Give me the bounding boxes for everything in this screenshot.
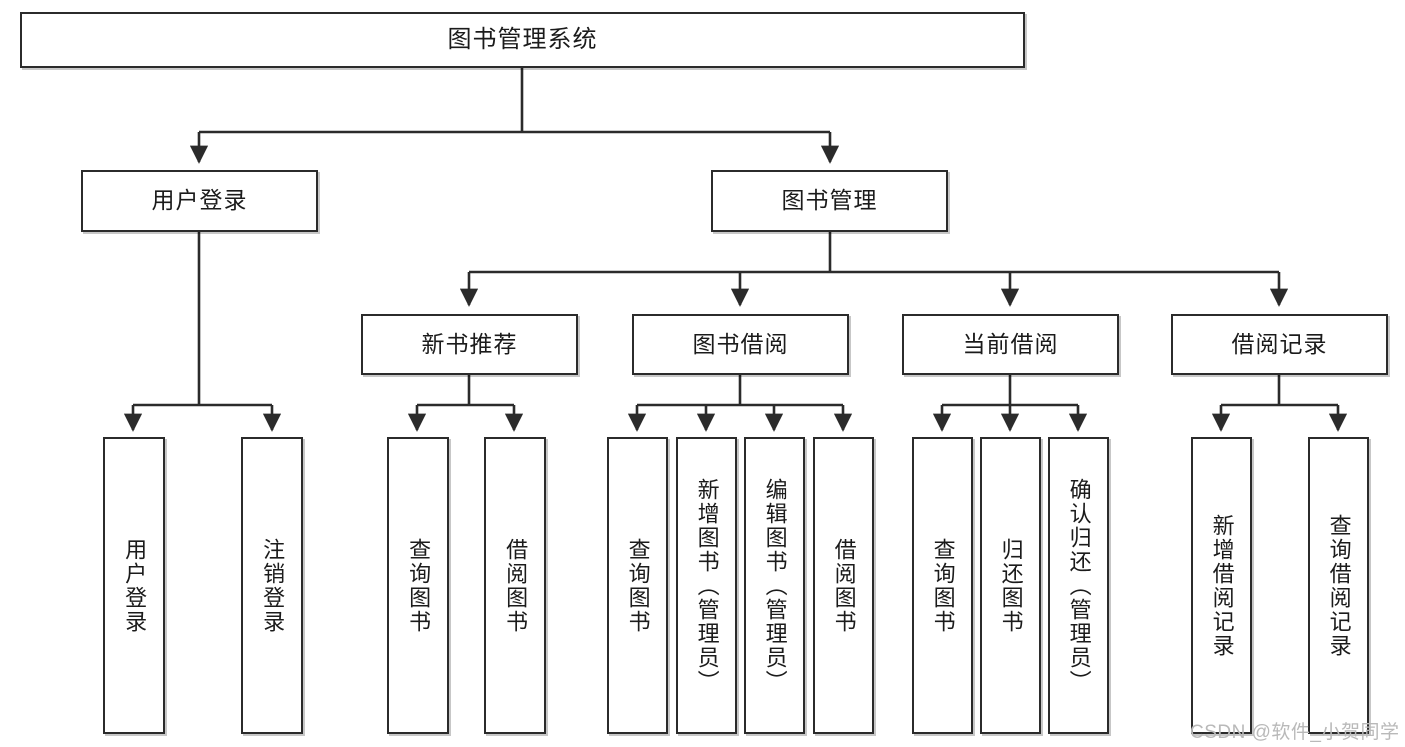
node-label: 查询图书 — [930, 537, 956, 634]
node-label: 图书管理 — [781, 187, 878, 214]
node-label: 借阅记录 — [1231, 330, 1328, 357]
leaf-return-book[interactable]: 归还图书 — [980, 437, 1041, 734]
node-book-borrow[interactable]: 图书借阅 — [632, 314, 849, 375]
leaf-query-book-recommend[interactable]: 查询图书 — [387, 437, 449, 734]
leaf-borrow-book[interactable]: 借阅图书 — [813, 437, 874, 734]
node-label: 编辑图书（管理员） — [762, 477, 788, 694]
node-label: 借阅图书 — [503, 537, 529, 634]
node-user-login[interactable]: 用户登录 — [81, 170, 318, 232]
node-label: 查询图书 — [406, 537, 432, 634]
leaf-user-login[interactable]: 用户登录 — [103, 437, 165, 734]
leaf-add-book[interactable]: 新增图书（管理员） — [676, 437, 737, 734]
node-book-management[interactable]: 图书管理 — [711, 170, 948, 232]
node-label: 当前借阅 — [962, 330, 1059, 357]
node-new-book-recommend[interactable]: 新书推荐 — [361, 314, 578, 375]
leaf-query-borrow-record[interactable]: 查询借阅记录 — [1308, 437, 1369, 734]
node-label: 新增图书（管理员） — [694, 477, 720, 694]
leaf-query-book-current[interactable]: 查询图书 — [912, 437, 973, 734]
node-current-borrow[interactable]: 当前借阅 — [902, 314, 1119, 375]
leaf-query-book-borrow[interactable]: 查询图书 — [607, 437, 668, 734]
leaf-confirm-return[interactable]: 确认归还（管理员） — [1048, 437, 1109, 734]
node-label: 确认归还（管理员） — [1066, 477, 1092, 694]
leaf-edit-book[interactable]: 编辑图书（管理员） — [744, 437, 805, 734]
leaf-logout-login[interactable]: 注销登录 — [241, 437, 303, 734]
node-label: 注销登录 — [260, 537, 286, 634]
node-root-system[interactable]: 图书管理系统 — [20, 12, 1025, 68]
leaf-add-borrow-record[interactable]: 新增借阅记录 — [1191, 437, 1252, 734]
node-label: 查询图书 — [625, 537, 651, 634]
node-label: 新书推荐 — [421, 330, 518, 357]
node-label: 用户登录 — [122, 537, 148, 634]
node-label: 图书管理系统 — [447, 25, 598, 53]
node-label: 图书借阅 — [692, 330, 789, 357]
node-borrow-record[interactable]: 借阅记录 — [1171, 314, 1388, 375]
node-label: 用户登录 — [151, 187, 248, 214]
csdn-watermark: CSDN @软件_小贺同学 — [1190, 722, 1400, 743]
node-label: 查询借阅记录 — [1326, 513, 1352, 658]
node-label: 归还图书 — [998, 537, 1024, 634]
node-label: 新增借阅记录 — [1209, 513, 1235, 658]
node-label: 借阅图书 — [831, 537, 857, 634]
leaf-borrow-book-recommend[interactable]: 借阅图书 — [484, 437, 546, 734]
